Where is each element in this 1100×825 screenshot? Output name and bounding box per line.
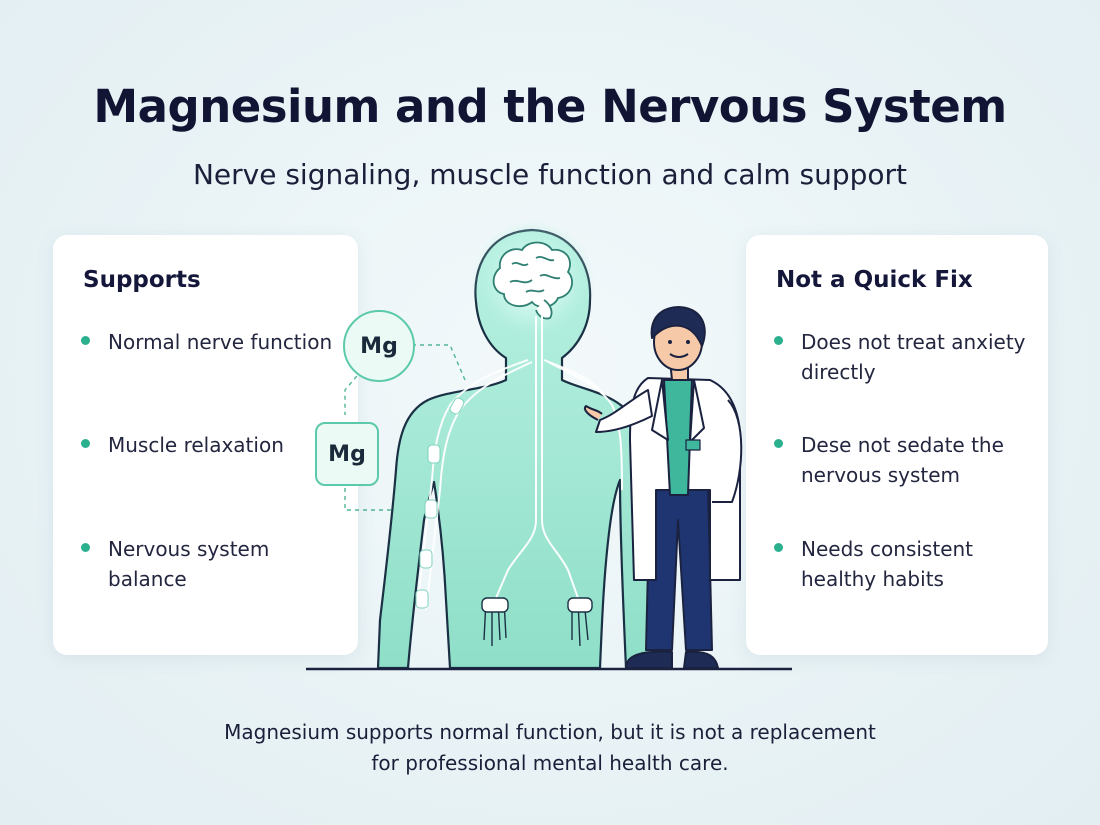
bullet-dot <box>774 439 783 448</box>
page-subtitle: Nerve signaling, muscle function and cal… <box>192 158 908 191</box>
bullet-dot <box>774 336 783 345</box>
mg-badge-circle: Mg <box>343 310 415 382</box>
supports-item-2: Muscle relaxation <box>108 433 284 457</box>
nervous-system-illustration <box>306 220 792 671</box>
bullet-dot <box>774 543 783 552</box>
footer-line-1: Magnesium supports normal function, but … <box>224 720 876 744</box>
not-quick-fix-card: Not a Quick Fix Does not treat anxiety d… <box>746 235 1048 655</box>
mg-badge-square: Mg <box>315 422 379 486</box>
not-quick-fix-item-3: Needs consistent healthy habits <box>801 537 974 591</box>
not-quick-fix-item-1: Does not treat anxiety directly <box>801 330 1026 384</box>
nerve-endings <box>481 597 593 647</box>
supports-card: Supports Normal nerve function Muscle re… <box>53 235 358 655</box>
not-quick-fix-item-2: Dese not sedate the nervous system <box>801 433 1004 487</box>
mg-connectors <box>344 344 466 511</box>
doctor-figure <box>584 306 743 669</box>
footer-note: Magnesium supports normal function, but … <box>0 717 1100 779</box>
supports-item-1: Normal nerve function <box>108 330 333 354</box>
bullet-dot <box>81 336 90 345</box>
supports-heading: Supports <box>83 267 201 293</box>
bullet-dot <box>81 439 90 448</box>
footer-line-2: for professional mental health care. <box>371 751 729 775</box>
not-quick-fix-heading: Not a Quick Fix <box>776 267 973 293</box>
supports-item-3: Nervous system balance <box>108 537 270 591</box>
bullet-dot <box>81 543 90 552</box>
nerve-nodes <box>415 397 465 609</box>
page-title: Magnesium and the Nervous System <box>93 80 1007 133</box>
brain-icon <box>492 241 573 320</box>
